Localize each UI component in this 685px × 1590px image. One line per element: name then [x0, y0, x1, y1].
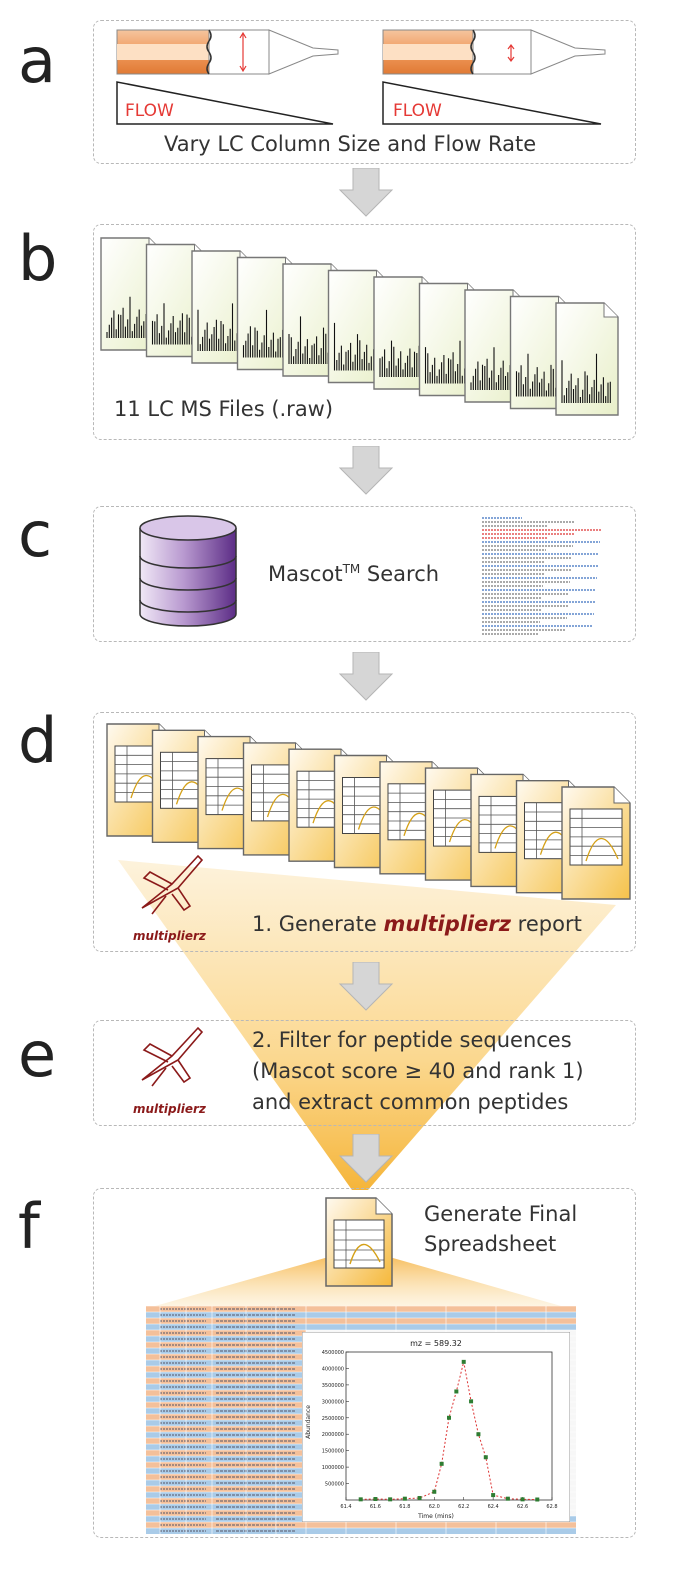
- panel-a: [93, 20, 636, 164]
- x-tick-label: 61.4: [340, 1504, 351, 1510]
- data-point: [388, 1497, 393, 1502]
- y-tick-label: 3500000: [322, 1383, 344, 1389]
- step-suffix: report: [511, 912, 582, 936]
- data-point: [461, 1359, 466, 1364]
- small-column-icon: [382, 29, 606, 75]
- ms-file-stack: [100, 237, 619, 416]
- data-point: [447, 1415, 451, 1420]
- data-point: [358, 1497, 363, 1502]
- data-point: [373, 1497, 378, 1502]
- panel-c-caption: MascotTM Search: [268, 562, 439, 586]
- y-tick-label: 2000000: [322, 1432, 344, 1438]
- multiplierz-logo-d: multiplierz: [133, 929, 206, 943]
- x-tick-label: 62.6: [517, 1504, 528, 1510]
- data-point: [454, 1389, 459, 1394]
- multiplierz-tool-icon: [141, 854, 204, 915]
- down-arrow-icon: [338, 652, 394, 701]
- multiplierz-tool-icon: [141, 1026, 204, 1087]
- down-arrow-icon: [338, 962, 394, 1011]
- data-point: [535, 1497, 540, 1502]
- panel-letter-a: a: [18, 24, 56, 97]
- logo-text: multiplierz: [133, 1102, 206, 1116]
- down-arrow-icon: [338, 446, 394, 495]
- data-point: [520, 1497, 525, 1502]
- report-file-icon: [561, 786, 631, 900]
- panel-b: [93, 224, 636, 440]
- y-tick-label: 2500000: [322, 1416, 344, 1422]
- mascot-results-thumbnail: [482, 517, 601, 635]
- panel-d: [93, 712, 636, 952]
- flow-wedge-right: [382, 81, 602, 125]
- trademark-mark: TM: [342, 562, 361, 576]
- y-tick-label: 1500000: [322, 1449, 344, 1455]
- x-tick-label: 62.8: [546, 1504, 557, 1510]
- data-point: [432, 1489, 437, 1494]
- y-tick-label: 4000000: [322, 1366, 344, 1372]
- panel-a-caption: Vary LC Column Size and Flow Rate: [164, 132, 537, 156]
- large-column-icon: [116, 29, 339, 75]
- data-point: [439, 1461, 444, 1466]
- plot-area: [345, 1351, 553, 1501]
- logo-text: multiplierz: [133, 929, 206, 943]
- data-point: [476, 1432, 481, 1437]
- flow-wedge-left: [116, 81, 334, 125]
- chart-title: mz = 589.32: [410, 1339, 462, 1348]
- x-tick-label: 62.0: [429, 1504, 440, 1510]
- x-tick-label: 62.2: [458, 1504, 469, 1510]
- panel-e-line1: 2. Filter for peptide sequences: [252, 1028, 572, 1052]
- raw-file-icon: [555, 302, 619, 416]
- final-spreadsheet-icon: [325, 1197, 393, 1287]
- panel-letter-e: e: [18, 1018, 57, 1091]
- data-point: [505, 1496, 510, 1501]
- x-tick-label: 61.8: [399, 1504, 410, 1510]
- panel-c: [93, 506, 636, 642]
- chart-xlabel: Time (mins): [417, 1513, 454, 1520]
- data-point: [402, 1496, 407, 1501]
- panel-e-line3: and extract common peptides: [252, 1090, 569, 1114]
- panel-letter-d: d: [18, 704, 58, 777]
- data-point: [491, 1493, 496, 1498]
- y-tick-label: 1000000: [322, 1465, 344, 1471]
- lc-column-diagram: FLOW FLOW: [116, 29, 606, 125]
- y-tick-label: 3000000: [322, 1399, 344, 1405]
- down-arrow-icon: [338, 168, 394, 217]
- x-tick-label: 62.4: [488, 1504, 499, 1510]
- panel-e-line2: (Mascot score ≥ 40 and rank 1): [252, 1059, 584, 1083]
- mascot-label: Mascot: [268, 562, 343, 586]
- panel-letter-f: f: [18, 1190, 40, 1263]
- step-prefix: 1. Generate: [252, 912, 384, 936]
- abundance-chart: mz = 589.32 Time (mins) Abundance 61.4 61…: [302, 1332, 570, 1522]
- panel-d-caption: 1. Generate multiplierz report: [252, 912, 582, 936]
- y-tick-label: 4500000: [322, 1350, 344, 1356]
- chart-ylabel: Abundance: [305, 1405, 312, 1439]
- panel-b-caption: 11 LC MS Files (.raw): [114, 397, 334, 421]
- down-arrow-icon: [338, 1134, 394, 1183]
- data-point: [469, 1399, 474, 1404]
- panel-letter-b: b: [18, 222, 58, 295]
- x-tick-label: 61.6: [370, 1504, 381, 1510]
- panel-e: [93, 1020, 636, 1126]
- database-icon: [139, 515, 237, 627]
- flow-label-left: FLOW: [125, 101, 174, 121]
- flow-label-right: FLOW: [393, 101, 442, 121]
- data-point: [417, 1496, 422, 1501]
- panel-f-line1: Generate Final: [424, 1202, 578, 1226]
- multiplierz-logo-e: multiplierz: [133, 1102, 206, 1116]
- search-label: Search: [360, 562, 440, 586]
- panel-f: [93, 1188, 636, 1538]
- panel-letter-c: c: [18, 498, 53, 571]
- data-point: [483, 1455, 488, 1460]
- y-tick-label: 500000: [325, 1482, 344, 1488]
- step-brand: multiplierz: [383, 912, 511, 936]
- panel-f-line2: Spreadsheet: [424, 1232, 557, 1256]
- report-file-stack: [106, 723, 631, 900]
